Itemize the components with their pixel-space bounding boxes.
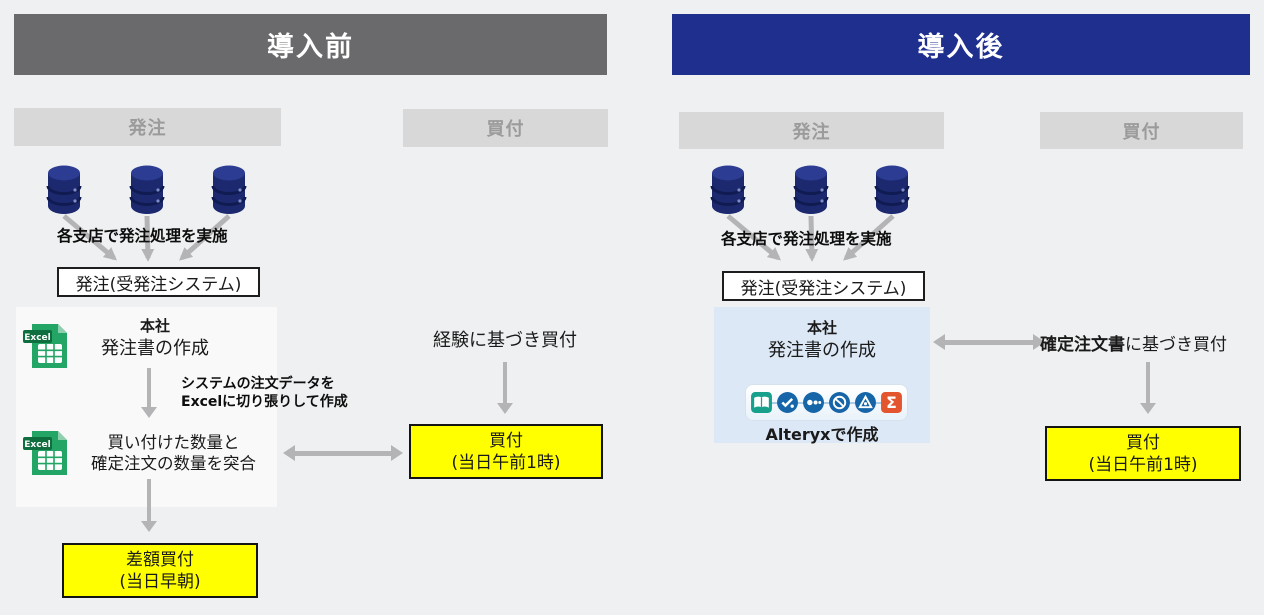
before-system-box: 発注(受発注システム) [57,267,260,297]
after-hq-label: 本社 [806,319,837,337]
arrow-down-icon [140,368,158,418]
before-title: 導入前 [267,32,354,63]
after-order-column-header: 発注 [679,112,944,149]
sigma-glyph: Σ [886,393,897,412]
before-reconcile-line1: 買い付けた数量と [107,433,240,452]
before-order-column-label: 発注 [128,118,167,139]
arrow-down-icon [1139,362,1157,414]
after-purchase-box-line1: 買付 [1126,432,1160,453]
before-order-column-header: 発注 [14,108,281,146]
join-tool-icon [803,392,824,413]
double-arrow-icon [283,444,403,462]
after-purchase-note: 確定注文書に基づき買付 [1040,330,1227,355]
excel-icon: Excel [23,324,67,368]
after-alteryx-note: Alteryxで作成 [765,425,879,444]
before-annotation-line1: システムの注文データを [181,376,335,392]
select-tool-icon [777,392,798,413]
before-reconcile-text: 買い付けた数量と 確定注文の数量を突合 [70,432,277,474]
before-branch-note: 各支店で発注処理を実施 [57,227,228,245]
after-branch-note: 各支店で発注処理を実施 [721,230,892,248]
excel-badge-label: Excel [24,333,50,343]
after-system-box: 発注(受発注システム) [722,271,925,301]
alteryx-workflow-box: Σ [745,384,908,421]
database-icon [46,164,82,216]
before-annotation: システムの注文データを Excelに切り張りして作成 [181,375,348,411]
after-purchase-note-bold: 確定注文書 [1040,335,1125,355]
after-system-box-label: 発注(受発注システム) [740,278,907,299]
before-header: 導入前 [14,14,607,75]
input-data-tool-icon [751,392,772,413]
database-icon [129,164,165,216]
after-purchase-box-line2: (当日午前1時) [1088,454,1198,475]
converging-arrows-icon [726,214,895,262]
before-purchase-column-header: 買付 [403,109,608,147]
arrow-down-icon [496,362,514,414]
sort-tool-icon [855,392,876,413]
after-purchase-box: 買付 (当日午前1時) [1045,426,1241,481]
database-icon [874,164,910,216]
globe-tool-icon [829,392,850,413]
before-purchase-box-line2: (当日午前1時) [451,452,561,473]
before-annotation-line2: Excelに切り張りして作成 [181,394,348,410]
database-icon [793,164,829,216]
after-purchase-column-label: 買付 [1122,121,1161,143]
before-diff-purchase-line1: 差額買付 [126,549,194,570]
summarize-tool-icon: Σ [881,392,902,413]
double-arrow-icon [933,333,1045,351]
after-purchase-note-rest: に基づき買付 [1125,335,1227,355]
database-icon [211,164,247,216]
excel-icon: Excel [23,431,67,475]
before-reconcile-line2: 確定注文の数量を突合 [91,454,256,473]
before-hq-block: 本社 発注書の作成 [85,316,225,362]
before-purchase-note: 経験に基づき買付 [433,330,577,351]
after-purchase-column-header: 買付 [1040,112,1243,149]
before-system-box-label: 発注(受発注システム) [75,274,242,295]
excel-badge-label: Excel [24,440,50,450]
after-order-column-label: 発注 [792,121,831,143]
before-purchase-box-line1: 買付 [489,430,523,451]
before-diff-purchase-line2: (当日早朝) [119,571,201,592]
after-hq-block: 本社 発注書の作成 [752,318,892,364]
after-title: 導入後 [917,32,1005,63]
before-hq-task: 発注書の作成 [101,338,209,359]
arrow-down-icon [140,479,158,532]
database-icon [710,164,746,216]
workflow-connector-line [758,401,895,404]
after-hq-task: 発注書の作成 [768,340,876,361]
converging-arrows-icon [62,214,231,262]
before-purchase-column-label: 買付 [486,119,525,140]
after-header: 導入後 [672,14,1250,75]
before-hq-label: 本社 [139,317,170,335]
before-diff-purchase-box: 差額買付 (当日早朝) [62,543,258,598]
before-purchase-box: 買付 (当日午前1時) [409,424,603,479]
